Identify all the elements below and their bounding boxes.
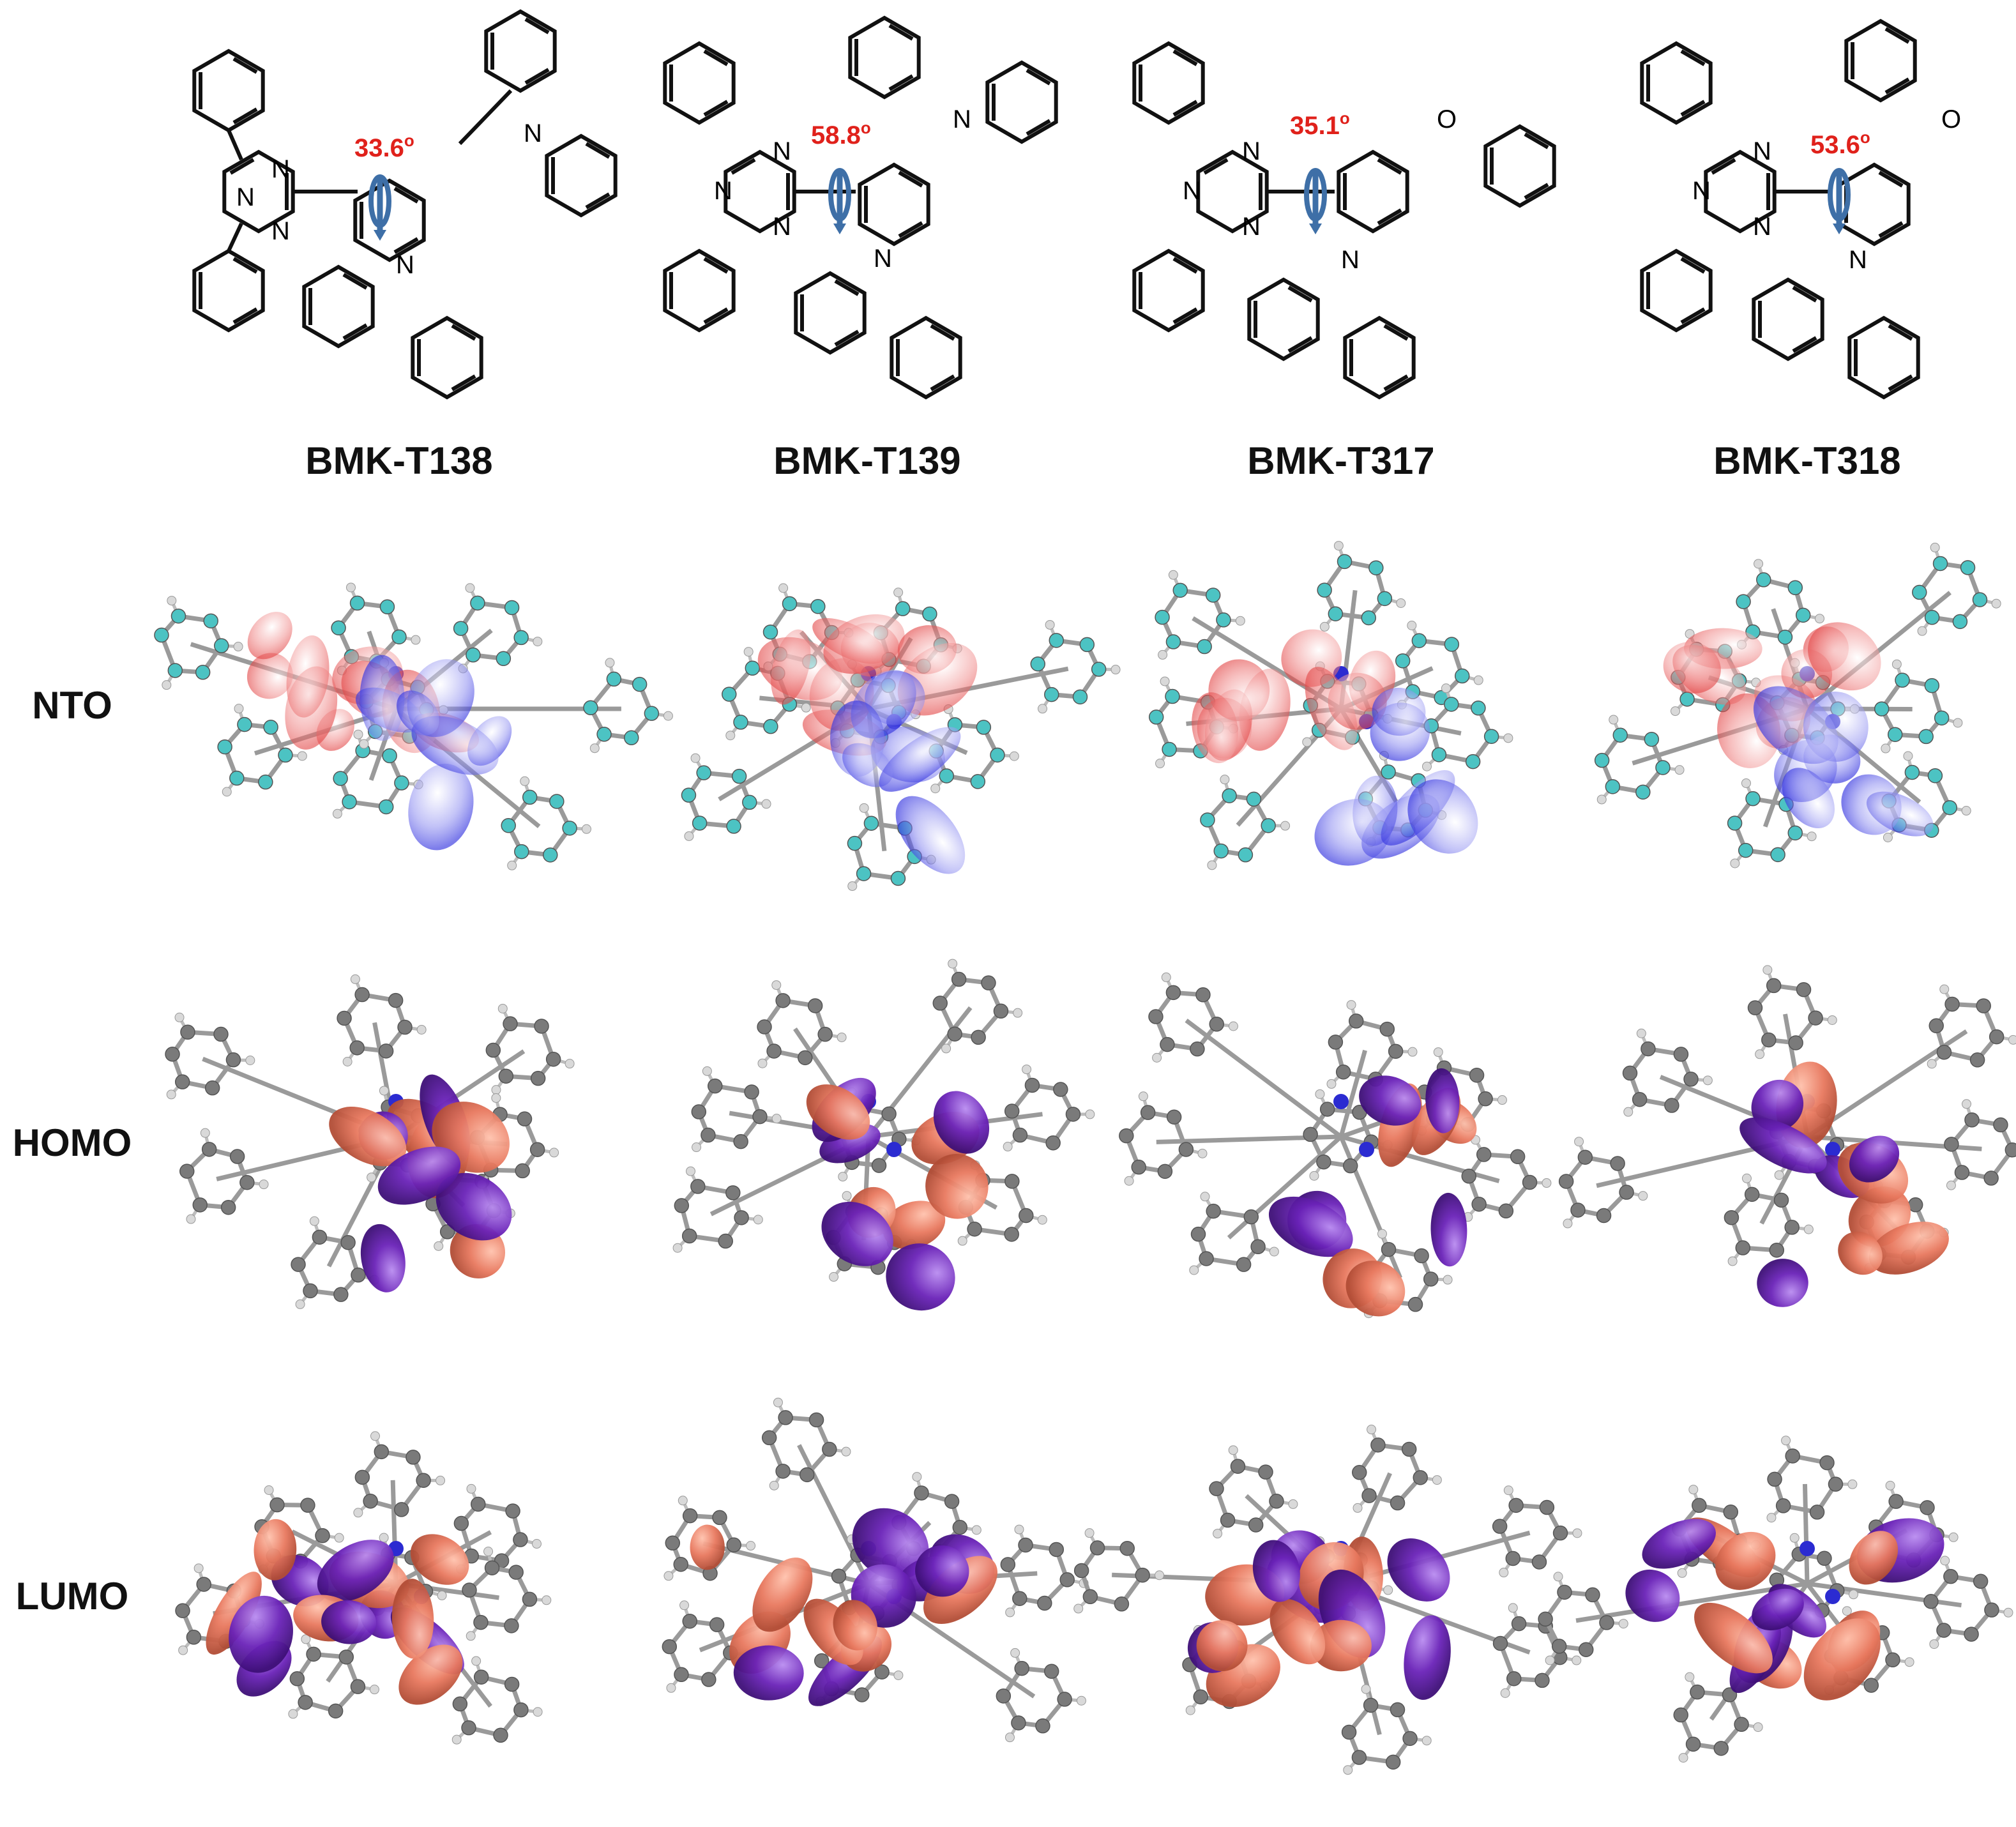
structure-bmk-t138 — [194, 11, 615, 397]
atom-n: N — [524, 119, 542, 148]
structure-atom-labels: N N N N N N N N N N N N N N O N N N N O — [236, 105, 1961, 279]
compound-name-bmk-t318: BMK-T318 — [1713, 439, 1900, 482]
lumo-render-3 — [1073, 1425, 1582, 1775]
row-label-homo: HOMO — [13, 1121, 132, 1164]
lumo-render-1 — [175, 1431, 552, 1745]
atom-n: N — [714, 177, 732, 205]
structure-bmk-t318 — [1642, 21, 1918, 397]
atom-n: N — [773, 137, 791, 165]
structure-bmk-t317 — [1134, 43, 1554, 397]
dihedral-angle-bmk-t317: 35.1o — [1290, 109, 1350, 140]
nto-render-1 — [154, 582, 673, 870]
nto-render-2 — [681, 583, 1121, 891]
row-label-nto: NTO — [32, 684, 112, 727]
atom-n: N — [1242, 213, 1261, 241]
compound-name-bmk-t317: BMK-T317 — [1247, 439, 1434, 482]
nto-render-3 — [1148, 541, 1513, 870]
homo-render-1 — [165, 974, 575, 1309]
lumo-render-2 — [662, 1397, 1089, 1743]
row-label-lumo: LUMO — [16, 1575, 129, 1618]
atom-n: N — [953, 105, 971, 133]
lumo-render-4 — [1538, 1436, 2013, 1763]
atom-o: O — [1941, 105, 1961, 133]
dihedral-angle-bmk-t318: 53.6o — [1810, 128, 1870, 159]
homo-render-3 — [1119, 972, 1552, 1319]
dihedral-angle-bmk-t139: 58.8o — [811, 118, 871, 149]
compound-name-bmk-t138: BMK-T138 — [305, 439, 492, 482]
atom-n: N — [271, 155, 290, 183]
structure-bmk-t139 — [665, 18, 1056, 397]
atom-n: N — [773, 213, 791, 241]
dihedral-angle-bmk-t138: 33.6o — [354, 131, 414, 162]
compound-name-bmk-t139: BMK-T139 — [773, 439, 960, 482]
nto-render-4 — [1594, 542, 2001, 868]
atom-n: N — [1242, 137, 1261, 165]
atom-n: N — [1753, 137, 1771, 165]
orbital-panels — [154, 541, 2016, 1775]
atom-n: N — [1341, 246, 1360, 274]
homo-render-4 — [1558, 965, 2016, 1307]
atom-n: N — [236, 183, 255, 211]
atom-n: N — [1183, 177, 1201, 205]
atom-n: N — [1753, 213, 1771, 241]
homo-render-2 — [672, 959, 1095, 1311]
atom-n: N — [271, 217, 290, 245]
atom-o: O — [1437, 105, 1457, 133]
atom-n: N — [1692, 177, 1711, 205]
atom-n: N — [396, 251, 414, 279]
atom-n: N — [874, 245, 892, 273]
atom-n: N — [1849, 246, 1867, 274]
